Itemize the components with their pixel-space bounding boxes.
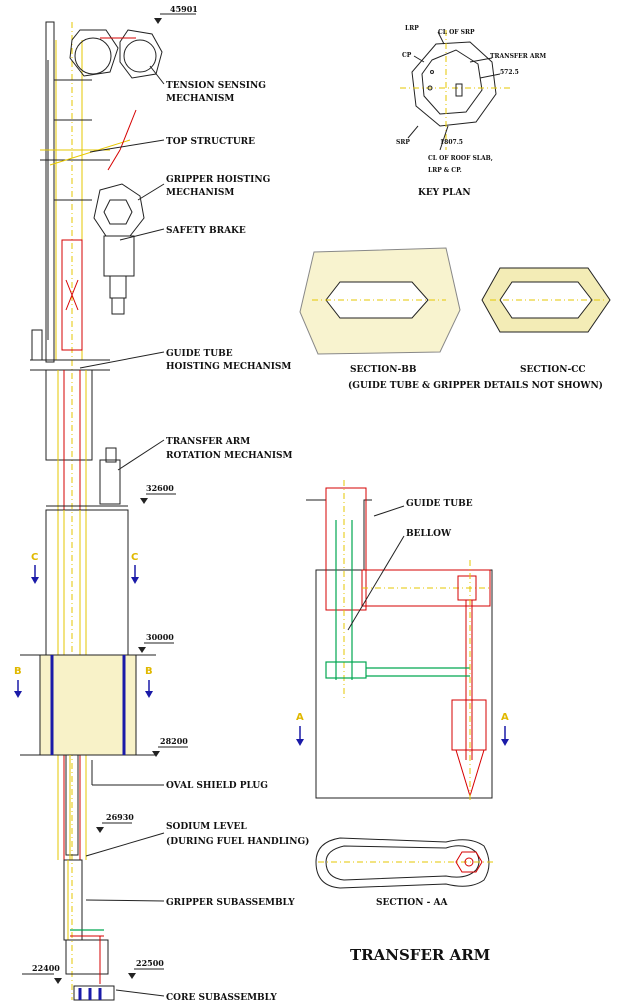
key-plan-srp: SRP (396, 139, 410, 146)
section-b-left-label: B (14, 666, 22, 677)
section-bb-title: SECTION-BB (350, 365, 417, 375)
section-c-left-label: C (31, 552, 38, 563)
label-gripper-hoisting-2: MECHANISM (166, 188, 234, 198)
label-guide-tube: GUIDE TUBE (406, 499, 473, 509)
section-bb: SECTION-BB (299, 247, 461, 375)
section-c-right-label: C (131, 552, 138, 563)
elevation-32600: 32600 (146, 483, 174, 493)
key-plan-cp: CP (402, 52, 412, 59)
key-plan-caption: KEY PLAN (418, 188, 471, 198)
section-b-right-label: B (145, 666, 153, 677)
section-cc: SECTION-CC (481, 267, 611, 375)
label-core-subassembly: CORE SUBASSEMBLY (166, 993, 277, 1003)
sections-note: (GUIDE TUBE & GRIPPER DETAILS NOT SHOWN) (348, 380, 603, 391)
guide-tube-detail: GUIDE TUBE BELLOW A A (296, 480, 509, 800)
callout-labels: TENSION SENSING MECHANISM TOP STRUCTURE … (166, 81, 309, 1003)
label-sodium-level-2: (DURING FUEL HANDLING) (166, 836, 309, 847)
label-bellow: BELLOW (406, 529, 452, 539)
label-gripper-subassembly: GRIPPER SUBASSEMBLY (166, 898, 295, 908)
key-plan: LRP CL OF SRP CP TRANSFER ARM 572.5 1807… (396, 25, 546, 198)
label-oval-shield-plug: OVAL SHIELD PLUG (166, 781, 268, 791)
section-cc-title: SECTION-CC (520, 365, 586, 375)
label-safety-brake: SAFETY BRAKE (166, 226, 246, 236)
section-a-left-label: A (296, 712, 304, 723)
key-plan-cl-srp: CL OF SRP (438, 29, 475, 36)
elevation-section-markers: C C B B (14, 552, 153, 698)
elevation-22400: 22400 (32, 963, 60, 973)
label-top-structure: TOP STRUCTURE (166, 137, 255, 147)
label-transfer-arm-rotation-1: TRANSFER ARM (166, 437, 250, 447)
key-plan-dim-1807: 1807.5 (440, 139, 463, 146)
key-plan-dim-572: 572.5 (500, 69, 519, 76)
section-aa-title: SECTION - AA (376, 898, 448, 908)
section-aa: SECTION - AA (315, 837, 496, 908)
elevation-26930: 26930 (106, 812, 134, 822)
label-transfer-arm-rotation-2: ROTATION MECHANISM (166, 451, 293, 461)
section-a-right-label: A (501, 712, 509, 723)
key-plan-transfer-arm: TRANSFER ARM (490, 53, 546, 60)
label-gripper-hoisting-1: GRIPPER HOISTING (166, 175, 270, 185)
key-plan-cl-roof-1: CL OF ROOF SLAB, (428, 155, 493, 162)
key-plan-lrp: LRP (405, 25, 419, 32)
main-elevation (20, 21, 163, 1001)
key-plan-cl-roof-2: LRP & CP. (428, 167, 462, 174)
label-guide-tube-hoisting-2: HOISTING MECHANISM (166, 362, 291, 372)
label-sodium-level-1: SODIUM LEVEL (166, 822, 247, 832)
drawing-title: TRANSFER ARM (350, 946, 490, 964)
label-tension-sensing-1: TENSION SENSING (166, 81, 266, 91)
elevation-30000: 30000 (146, 632, 174, 642)
label-guide-tube-hoisting-1: GUIDE TUBE (166, 349, 233, 359)
label-tension-sensing-2: MECHANISM (166, 94, 234, 104)
elevation-28200: 28200 (160, 736, 188, 746)
elevation-markers: 45901 32600 30000 28200 26930 22500 2240… (22, 4, 198, 984)
elevation-45901: 45901 (170, 4, 198, 14)
callout-leaders (79, 65, 165, 997)
elevation-22500: 22500 (136, 958, 164, 968)
